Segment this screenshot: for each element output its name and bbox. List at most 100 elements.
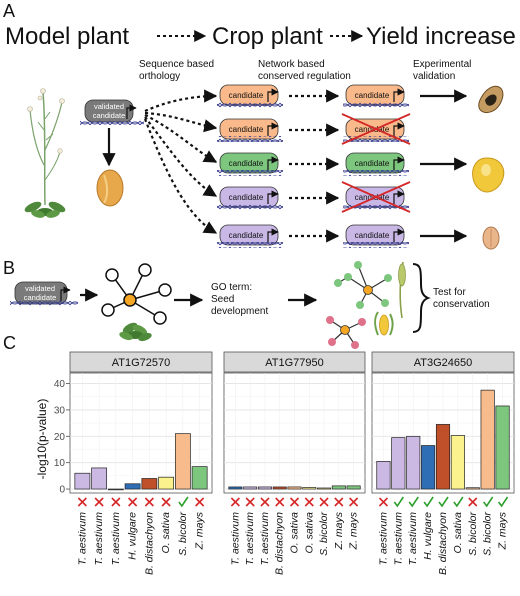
y-tick-label: 40 — [54, 379, 66, 390]
bar — [191, 466, 208, 490]
dna-strand-icon — [80, 119, 144, 125]
bar — [317, 487, 332, 490]
facet-title: AT1G77950 — [265, 357, 324, 369]
candidate-label: candidate — [355, 91, 390, 100]
x-tick-label: T. aestivum — [392, 512, 404, 566]
x-tick-label: B. distachyon — [274, 512, 286, 575]
right-brace — [412, 263, 431, 333]
x-tick-label: T. aestivum — [259, 512, 271, 566]
dna-strand-icon — [343, 136, 409, 142]
validated-candidate-label-line1: validated — [94, 102, 124, 111]
bar — [287, 486, 302, 490]
sequence-caption-line2: orthology — [139, 71, 180, 82]
red-cross-icon — [111, 497, 121, 507]
validated-candidate-label-line2: candidate — [93, 111, 126, 120]
candidate-rows: candidate candidate candidate candidate cand… — [217, 84, 468, 248]
red-cross-icon — [260, 497, 270, 507]
orthology-dotted-arrows — [143, 89, 218, 234]
candidate-gene-ortholog: candidate — [217, 84, 283, 108]
green-check-icon — [483, 496, 494, 508]
facet-strip — [69, 351, 213, 373]
bar — [495, 405, 510, 490]
bar — [391, 437, 406, 490]
x-tick-label: S. bicolor — [318, 512, 330, 556]
x-tick-label: S. bicolor — [467, 512, 479, 556]
x-tick-label: S. bicolor — [482, 512, 494, 556]
rosette-plant-icon — [119, 322, 152, 342]
go-term-line2: Seed — [211, 294, 234, 305]
bar — [74, 472, 91, 490]
y-tick-label: 10 — [54, 458, 66, 469]
red-cross-icon — [245, 497, 255, 507]
candidate-gene-conserved: candidate — [341, 113, 411, 145]
red-cross-icon — [378, 497, 389, 507]
bar — [91, 467, 108, 490]
x-tick-label: B. distachyon — [437, 512, 449, 575]
x-tick-label: Z. mays — [194, 511, 206, 550]
dna-strand-icon — [217, 204, 283, 210]
dna-strand-icon — [217, 242, 283, 248]
panel-b-letter: B — [3, 258, 15, 278]
facet-strip — [223, 351, 366, 373]
dna-strand-icon — [343, 102, 409, 108]
validation-caption-line2: validation — [413, 71, 455, 82]
bar — [141, 478, 158, 490]
promoter-arrow-icon — [267, 88, 279, 102]
green-check-icon — [408, 496, 419, 508]
bar — [174, 433, 191, 490]
candidate-gene-conserved: candidate — [343, 224, 409, 248]
panel-c-letter: C — [3, 333, 16, 353]
validated-candidate-gene-b: validated candidate — [10, 281, 78, 307]
yield-increase-heading: Yield increase — [366, 23, 516, 50]
candidate-gene-conserved: candidate — [343, 152, 409, 176]
red-cross-icon — [161, 497, 171, 507]
network-caption-line1: Network based — [258, 59, 325, 70]
green-check-icon — [423, 496, 434, 508]
bar — [272, 486, 287, 490]
red-cross-icon — [230, 497, 240, 507]
go-term-line1: GO term: — [211, 282, 252, 293]
model-plant-heading: Model plant — [5, 23, 129, 50]
dna-strand-icon — [343, 242, 409, 248]
red-cross-icon — [275, 497, 285, 507]
promoter-arrow-icon — [267, 228, 279, 242]
red-cross-icon — [468, 497, 478, 507]
candidate-gene-conserved: candidate — [343, 84, 409, 108]
promoter-arrow-icon — [393, 156, 405, 170]
validated-candidate-b-line2: candidate — [24, 293, 57, 302]
bar — [257, 486, 272, 490]
x-tick-label: T. aestivum — [377, 512, 389, 566]
red-cross-icon — [289, 497, 300, 507]
bar — [331, 485, 346, 490]
validated-candidate-gene-a: validated candidate — [80, 99, 144, 125]
sequence-caption-line1: Sequence based — [139, 59, 214, 70]
candidate-label: candidate — [229, 231, 264, 240]
dna-strand-icon — [343, 170, 409, 176]
bar — [302, 487, 317, 490]
bar — [480, 389, 495, 490]
red-cross-icon — [128, 497, 138, 507]
facet-title: AT1G72570 — [112, 357, 171, 369]
promoter-arrow-icon — [393, 190, 405, 204]
bar — [435, 424, 451, 490]
test-conservation-line1: Test for — [433, 287, 466, 298]
x-tick-label: H. vulgare — [422, 512, 434, 560]
validation-caption-line1: Experimental — [413, 59, 471, 70]
x-tick-label: T. aestivum — [93, 512, 105, 566]
go-term-line3: development — [211, 306, 268, 317]
coexpression-network-icon — [101, 263, 172, 325]
green-check-icon — [453, 496, 464, 508]
bar — [124, 483, 141, 490]
candidate-gene-ortholog: candidate — [217, 186, 283, 210]
x-tick-label: T. aestivum — [229, 512, 241, 566]
red-cross-icon — [349, 497, 359, 507]
dna-strand-icon — [217, 170, 283, 176]
facet-title: AT3G24650 — [414, 357, 473, 369]
bar — [450, 435, 465, 490]
y-tick-label: 30 — [54, 405, 66, 416]
x-tick-label: O. sativa — [452, 512, 464, 554]
x-tick-label: T. aestivum — [407, 512, 419, 566]
x-tick-label: O. sativa — [160, 512, 172, 554]
